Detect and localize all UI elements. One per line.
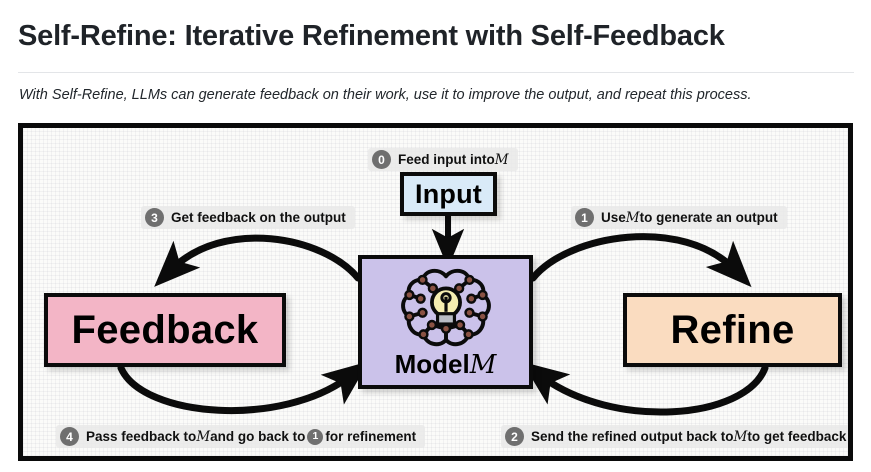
title-divider: [18, 72, 854, 73]
brain-lightbulb-icon: [400, 268, 491, 347]
model-symbol: M: [733, 428, 748, 445]
step-caption-3[interactable]: 3 Get feedback on the output: [141, 206, 355, 229]
arrow-model-to-feedback: [154, 234, 362, 287]
step-badge-2: 2: [505, 427, 524, 446]
step-inline-badge-1: 1: [307, 428, 324, 445]
step-caption-2[interactable]: 2 Send the refined output back to M to g…: [501, 425, 848, 448]
step-text-1: Use M to generate an output: [601, 209, 778, 226]
step-text-3: Get feedback on the output: [171, 210, 346, 225]
step-text-0: Feed input into M: [398, 151, 509, 168]
node-feedback[interactable]: Feedback: [44, 293, 286, 367]
arrow-model-to-refine: [529, 233, 752, 288]
step-badge-0: 0: [372, 150, 391, 169]
node-model[interactable]: ModelM: [358, 255, 533, 389]
node-input-label: Input: [415, 178, 482, 209]
self-refine-diagram: Input Feedback Refine: [18, 123, 853, 461]
node-refine-label: Refine: [670, 307, 795, 352]
node-input[interactable]: Input: [400, 172, 497, 216]
step-badge-1: 1: [575, 208, 594, 227]
step-text-2: Send the refined output back to M to get…: [531, 428, 847, 445]
model-symbol: M: [196, 428, 211, 445]
node-model-label: ModelM: [394, 349, 497, 380]
model-symbol: M: [625, 209, 640, 226]
arrow-feedback-to-model: [117, 361, 369, 415]
page-subtitle: With Self-Refine, LLMs can generate feed…: [19, 87, 752, 103]
model-symbol: M: [494, 151, 509, 168]
step-caption-4[interactable]: 4 Pass feedback to M and go back to 1 fo…: [56, 425, 426, 448]
step-badge-3: 3: [145, 208, 164, 227]
model-symbol: M: [469, 350, 497, 380]
page-title: Self-Refine: Iterative Refinement with S…: [18, 20, 725, 52]
step-caption-1[interactable]: 1 Use M to generate an output: [571, 206, 787, 229]
node-feedback-label: Feedback: [71, 307, 259, 352]
step-badge-4: 4: [60, 427, 79, 446]
step-text-4: Pass feedback to M and go back to 1 for …: [86, 428, 417, 445]
node-refine[interactable]: Refine: [623, 293, 842, 367]
step-caption-0[interactable]: 0 Feed input into M: [368, 148, 518, 171]
diagram-canvas: Input Feedback Refine: [23, 128, 848, 456]
lightbulb-icon: [429, 286, 462, 326]
arrow-refine-to-model: [521, 361, 769, 416]
